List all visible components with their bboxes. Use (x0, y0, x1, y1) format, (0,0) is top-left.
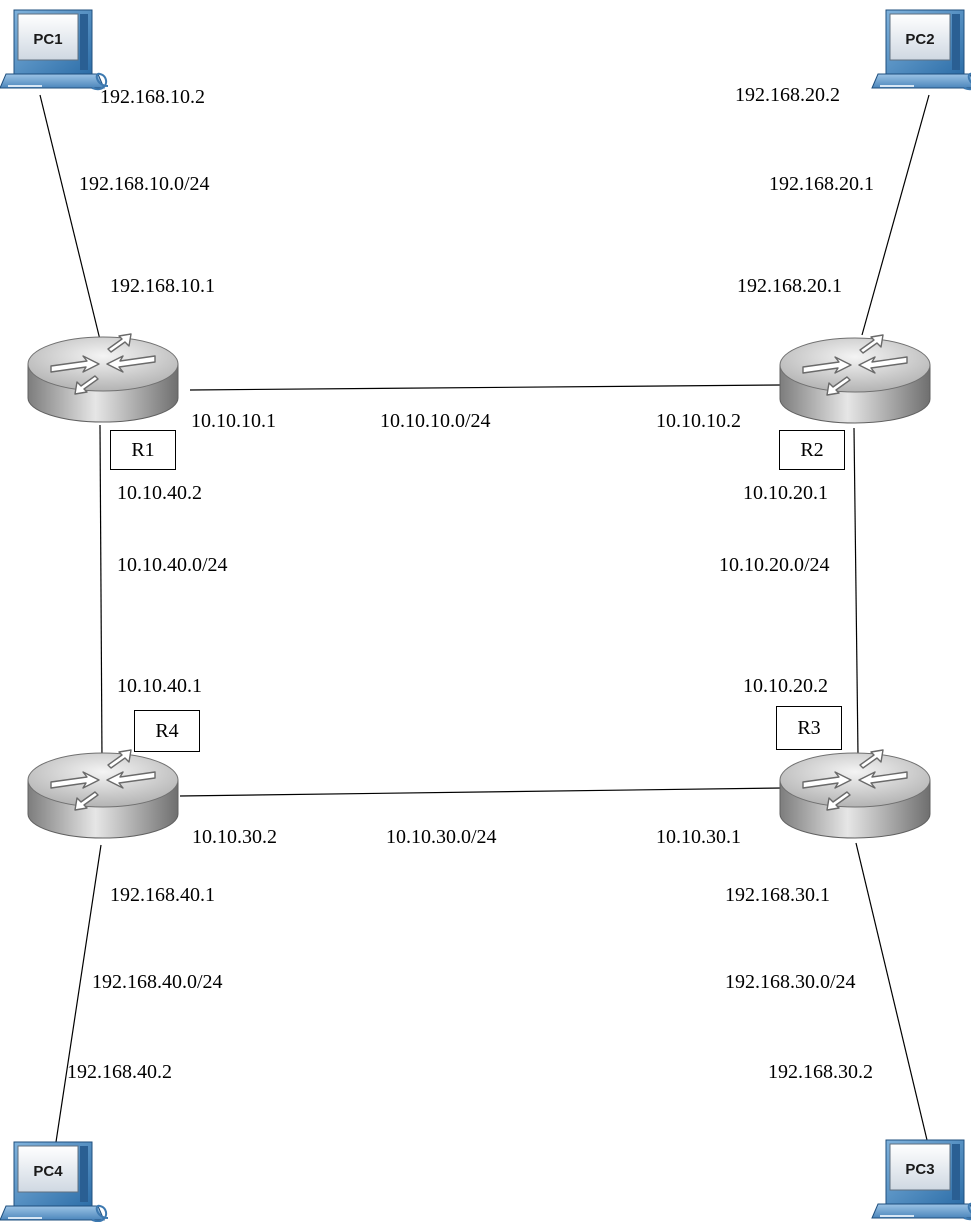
r4-lan-ip-label: 192.168.40.1 (110, 884, 215, 906)
net-pc2-r2-label: 192.168.20.1 (769, 173, 874, 195)
r1-to-r2-ip-label: 10.10.10.1 (191, 410, 276, 432)
link-r2-r3 (853, 427, 859, 756)
r4-to-r3-ip-label: 10.10.30.2 (192, 826, 277, 848)
r4-to-r1-ip-label: 10.10.40.1 (117, 675, 202, 697)
net-r4-r3-label: 10.10.30.0/24 (386, 826, 497, 848)
r3-to-r4-ip-label: 10.10.30.1 (656, 826, 741, 848)
r2-to-r1-ip-label: 10.10.10.2 (656, 410, 741, 432)
link-r4-pc4 (55, 844, 102, 1143)
net-r1-r2-label: 10.10.10.0/24 (380, 410, 491, 432)
net-r2-r3-label: 10.10.20.0/24 (719, 554, 830, 576)
r2-lan-ip-label: 192.168.20.1 (737, 275, 842, 297)
pc1-ip-label: 192.168.10.2 (100, 86, 205, 108)
pc3-icon: PC3 (871, 1139, 971, 1221)
pc2-ip-label: 192.168.20.2 (735, 84, 840, 106)
pc4-label: PC4 (33, 1163, 63, 1180)
net-pc4-r4-label: 192.168.40.0/24 (92, 971, 223, 993)
router-r4-icon (27, 749, 179, 839)
net-pc1-r1-label: 192.168.10.0/24 (79, 173, 210, 195)
pc4-icon: PC4 (0, 1141, 109, 1222)
net-pc3-r3-label: 192.168.30.0/24 (725, 971, 856, 993)
r2-to-r3-ip-label: 10.10.20.1 (743, 482, 828, 504)
router-r3-name: R3 (776, 706, 842, 750)
link-r4-r3 (179, 787, 783, 797)
link-pc1-r1 (39, 94, 104, 353)
pc3-label: PC3 (905, 1161, 934, 1178)
router-r3-icon (779, 749, 931, 839)
pc4-ip-label: 192.168.40.2 (67, 1061, 172, 1083)
pc2-icon: PC2 (871, 9, 971, 91)
router-r1-name: R1 (110, 430, 176, 470)
router-r1-icon (27, 333, 179, 423)
link-r1-r2 (189, 384, 781, 391)
pc3-ip-label: 192.168.30.2 (768, 1061, 873, 1083)
router-r4-name: R4 (134, 710, 200, 752)
r1-lan-ip-label: 192.168.10.1 (110, 275, 215, 297)
link-r1-r4 (99, 424, 103, 761)
router-r2-name: R2 (779, 430, 845, 470)
r3-to-r2-ip-label: 10.10.20.2 (743, 675, 828, 697)
pc1-label: PC1 (33, 31, 62, 48)
router-r2-icon (779, 334, 931, 424)
pc2-label: PC2 (905, 31, 934, 48)
r3-lan-ip-label: 192.168.30.1 (725, 884, 830, 906)
pc1-icon: PC1 (0, 9, 109, 91)
link-pc2-r2 (861, 94, 930, 336)
r1-to-r4-ip-label: 10.10.40.2 (117, 482, 202, 504)
link-r3-pc3 (855, 842, 928, 1141)
net-r1-r4-label: 10.10.40.0/24 (117, 554, 228, 576)
